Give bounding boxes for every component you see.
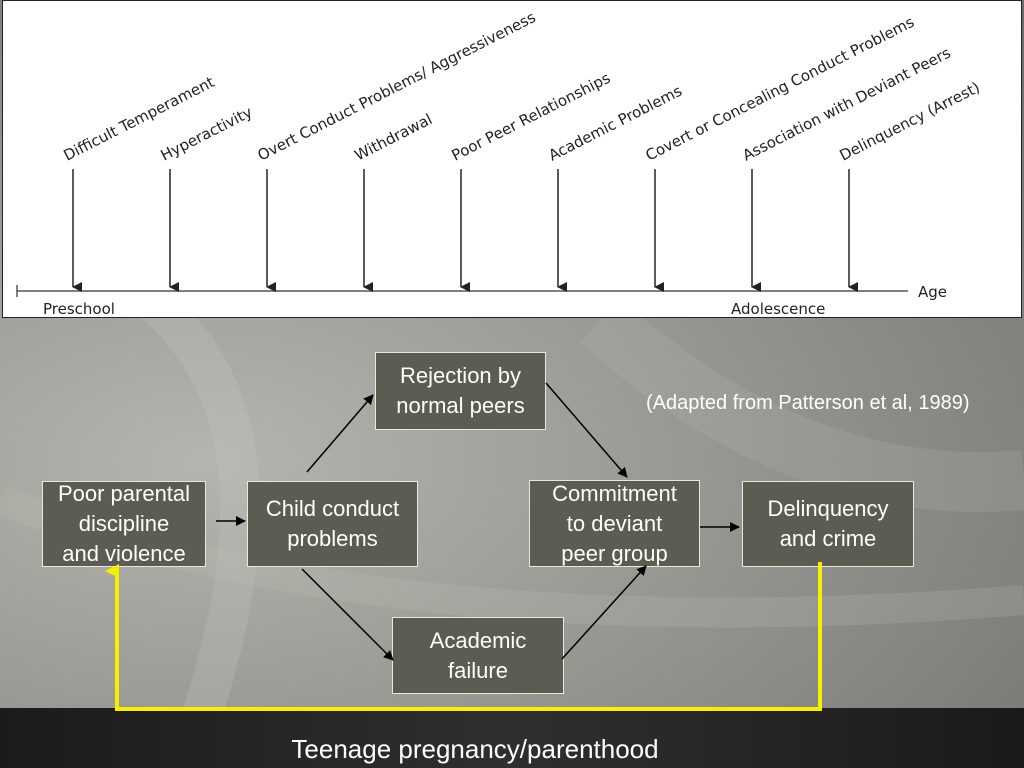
- box-rejection-by-peers: Rejection by normal peers: [375, 352, 546, 430]
- timeline-event-label: Poor Peer Relationships: [449, 69, 614, 165]
- timeline-panel: Preschool Adolescence Age Difficult Temp…: [2, 0, 1022, 318]
- timeline-event-label: Withdrawal: [352, 110, 436, 164]
- box-poor-parental-discipline: Poor parental discipline and violence: [42, 481, 206, 567]
- box-delinquency-and-crime: Delinquency and crime: [742, 481, 914, 567]
- footer-title: Teenage pregnancy/parenthood: [291, 734, 659, 764]
- timeline-start-label: Preschool: [43, 300, 115, 318]
- footer-bar: [0, 708, 1024, 768]
- timeline-end-label: Adolescence: [731, 300, 825, 318]
- box-child-conduct-problems: Child conduct problems: [247, 481, 418, 567]
- box-commitment-deviant-peers: Commitment to deviant peer group: [529, 480, 700, 567]
- timeline-axis-label: Age: [918, 283, 947, 301]
- box-academic-failure: Academic failure: [392, 617, 564, 694]
- citation: (Adapted from Patterson et al, 1989): [646, 392, 970, 414]
- timeline-event-label: Hyperactivity: [158, 103, 256, 165]
- timeline-event-label: Difficult Temperament: [61, 73, 218, 165]
- timeline-chart: Preschool Adolescence Age Difficult Temp…: [16, 8, 983, 318]
